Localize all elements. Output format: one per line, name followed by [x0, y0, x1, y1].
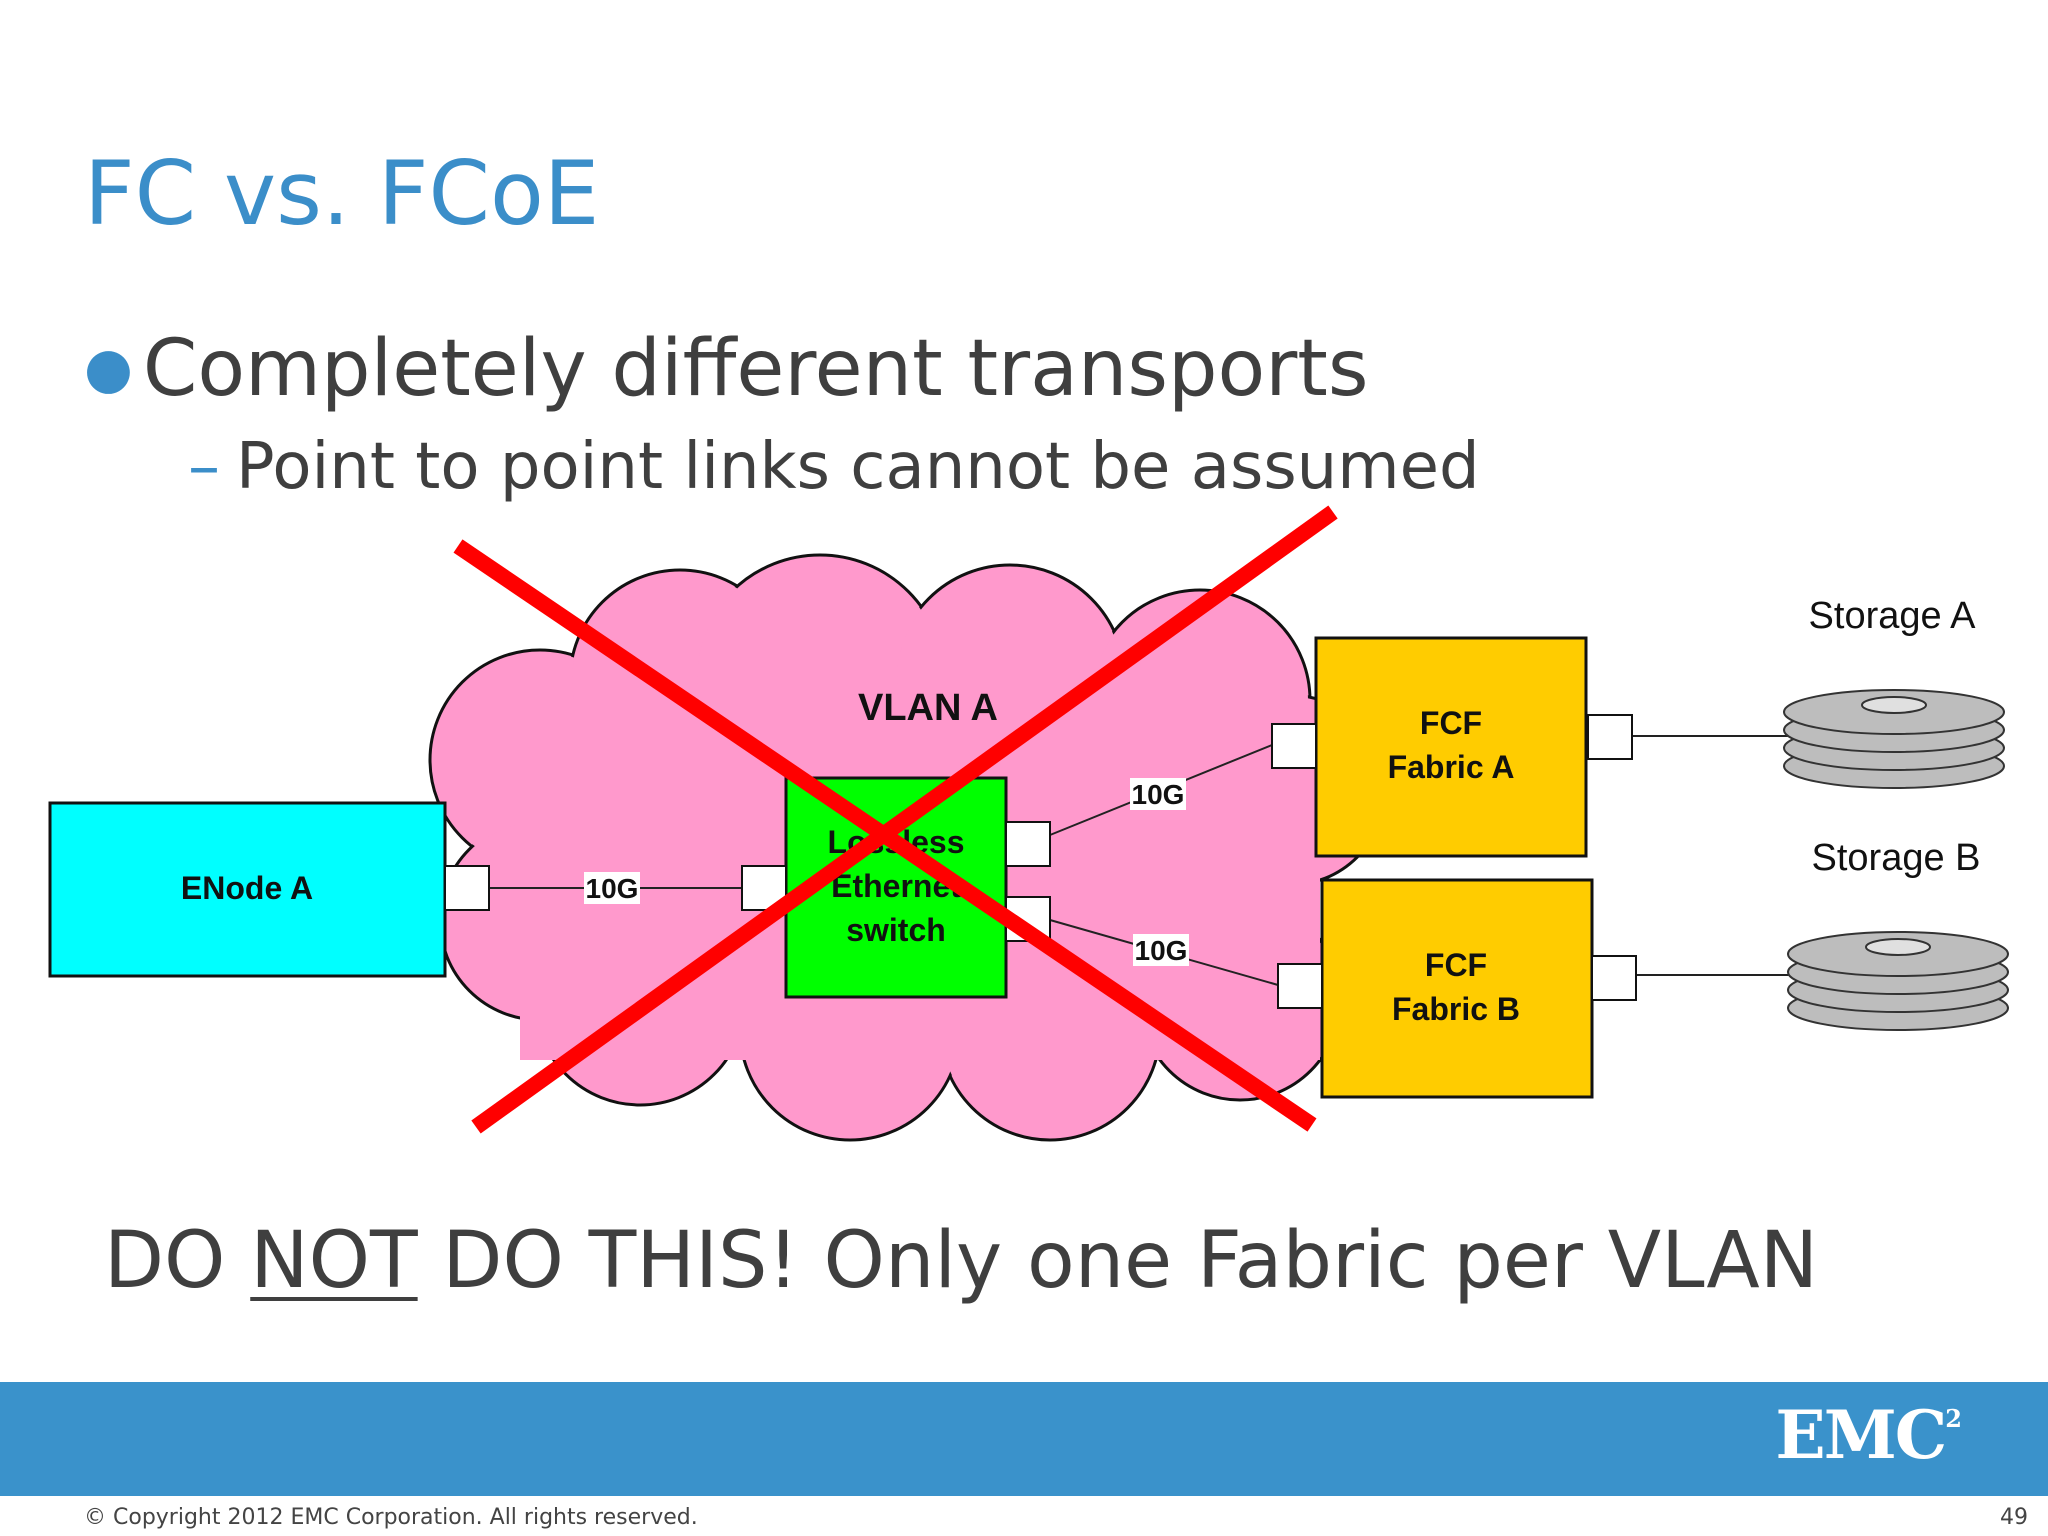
logo-superscript: 2	[1945, 1404, 1962, 1433]
slide-title: FC vs. FCoE	[84, 142, 600, 245]
enode-a-box: ENode A	[48, 801, 490, 978]
enode-a-port	[444, 865, 490, 911]
page-number: 49	[2000, 1505, 2028, 1530]
bullet-dot-icon: ●	[84, 336, 133, 401]
link-speed-switch-fcf-b: 10G	[1135, 935, 1188, 966]
bullet-text: Completely different transports	[142, 324, 1369, 414]
link-speed-switch-fcf-a: 10G	[1132, 779, 1185, 810]
fcf-a-label-line2: Fabric A	[1388, 749, 1515, 785]
fcf-b-port-right	[1591, 955, 1637, 1001]
link-speed-enode-switch: 10G	[586, 873, 639, 904]
fcf-a-label-line1: FCF	[1420, 705, 1482, 741]
fcf-fabric-a-box: FCF Fabric A	[1271, 636, 1633, 858]
warning-text: DO NOT DO THIS! Only one Fabric per VLAN	[104, 1222, 1818, 1300]
sub-bullet-item: –Point to point links cannot be assumed	[188, 435, 1480, 499]
switch-port-top-right	[1005, 821, 1051, 867]
sub-bullet-dash-icon: –	[188, 430, 220, 504]
link-label-fcf-a: 10G	[1130, 778, 1186, 810]
link-label-fcf-b: 10G	[1133, 934, 1189, 966]
fcf-b-label-line1: FCF	[1425, 947, 1487, 983]
fcf-b-port-left	[1277, 963, 1323, 1009]
warning-post: DO THIS! Only one Fabric per VLAN	[417, 1216, 1819, 1306]
footer-bar: EMC2	[0, 1382, 2048, 1496]
storage-a-disk-icon	[1783, 689, 2005, 789]
storage-b-disk-icon	[1787, 931, 2009, 1031]
storage-b-label: Storage B	[1812, 837, 1981, 879]
vlan-cloud-fill	[432, 557, 1383, 1138]
sub-bullet-text: Point to point links cannot be assumed	[236, 430, 1480, 504]
link-label-enode: 10G	[584, 872, 640, 904]
ethernet-switch-box: Lossless Ethernet switch	[741, 776, 1051, 999]
fcf-b-label-line2: Fabric B	[1392, 991, 1520, 1027]
fcf-fabric-b-box: FCF Fabric B	[1277, 878, 1637, 1099]
warning-pre: DO	[104, 1216, 251, 1306]
switch-label-line3: switch	[846, 912, 946, 948]
enode-a-label: ENode A	[181, 870, 313, 906]
fcf-a-port-right	[1587, 714, 1633, 760]
emc-logo: EMC2	[1775, 1402, 1962, 1468]
warning-emphasis: NOT	[250, 1216, 418, 1306]
bullet-item: ●Completely different transports	[84, 330, 1369, 408]
logo-text: EMC	[1775, 1396, 1947, 1474]
storage-a-label: Storage A	[1809, 595, 1977, 637]
copyright-text: © Copyright 2012 EMC Corporation. All ri…	[84, 1505, 698, 1530]
vlan-label: VLAN A	[858, 687, 998, 729]
red-cross-icon	[453, 505, 1338, 1134]
fcf-a-port-left	[1271, 723, 1317, 769]
